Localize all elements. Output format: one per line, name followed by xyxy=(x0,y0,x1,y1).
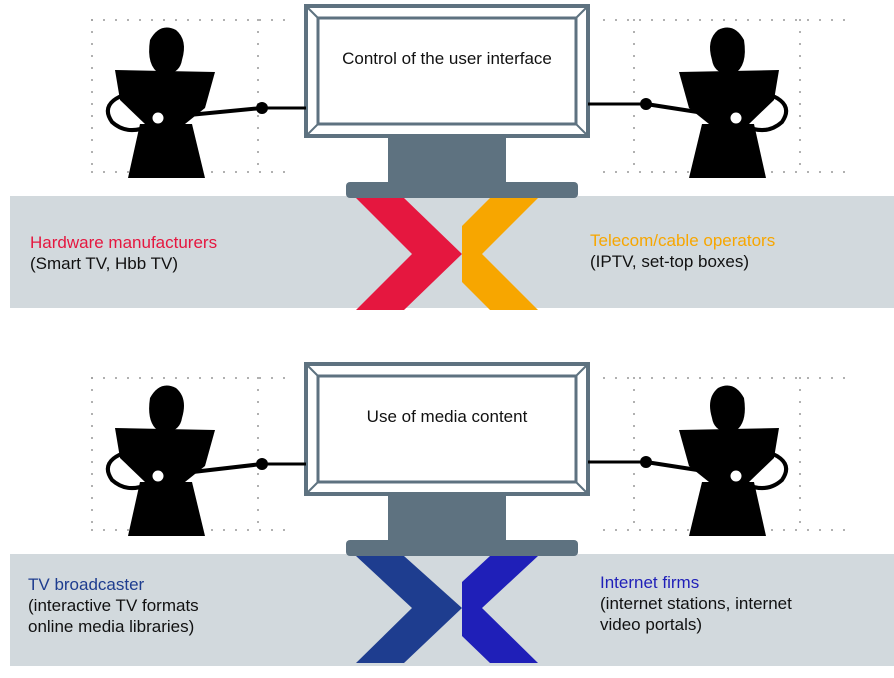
label-detail: (IPTV, set-top boxes) xyxy=(590,252,750,271)
monitor-icon xyxy=(304,362,590,556)
label-tv-broadcaster: TV broadcaster (interactive TV formats o… xyxy=(28,574,199,637)
label-detail: (interactive TV formats online media lib… xyxy=(28,596,199,636)
dotted-grid xyxy=(91,19,845,173)
label-title: Hardware manufacturers xyxy=(30,233,218,252)
left-person-icon xyxy=(105,27,306,178)
label-title: Internet firms xyxy=(600,573,700,592)
tug-of-war-illustration xyxy=(91,362,845,663)
chevron-left xyxy=(356,556,462,663)
label-detail: (internet stations, internet video porta… xyxy=(600,594,792,634)
screen-caption: Control of the user interface xyxy=(342,49,552,68)
dotted-grid xyxy=(91,377,845,531)
scene-media-content: Use of media content TV broadcaster (int… xyxy=(0,358,894,678)
chevron-left xyxy=(356,198,462,310)
chevron-right xyxy=(462,556,538,663)
scene-user-interface: Control of the user interface Hardware m… xyxy=(0,0,894,320)
right-person-icon xyxy=(588,27,789,178)
right-person-icon xyxy=(588,385,789,536)
label-title: Telecom/cable operators xyxy=(590,231,776,250)
label-detail: (Smart TV, Hbb TV) xyxy=(30,254,179,273)
monitor-icon xyxy=(304,4,590,198)
chevron-right xyxy=(462,198,538,310)
screen-caption: Use of media content xyxy=(366,407,528,426)
tug-of-war-illustration xyxy=(91,4,845,310)
label-title: TV broadcaster xyxy=(28,575,145,594)
label-internet-firms: Internet firms (internet stations, inter… xyxy=(600,572,792,635)
left-person-icon xyxy=(105,385,306,536)
label-telecom-operators: Telecom/cable operators (IPTV, set-top b… xyxy=(590,230,775,272)
label-hardware-manufacturers: Hardware manufacturers (Smart TV, Hbb TV… xyxy=(30,232,217,274)
